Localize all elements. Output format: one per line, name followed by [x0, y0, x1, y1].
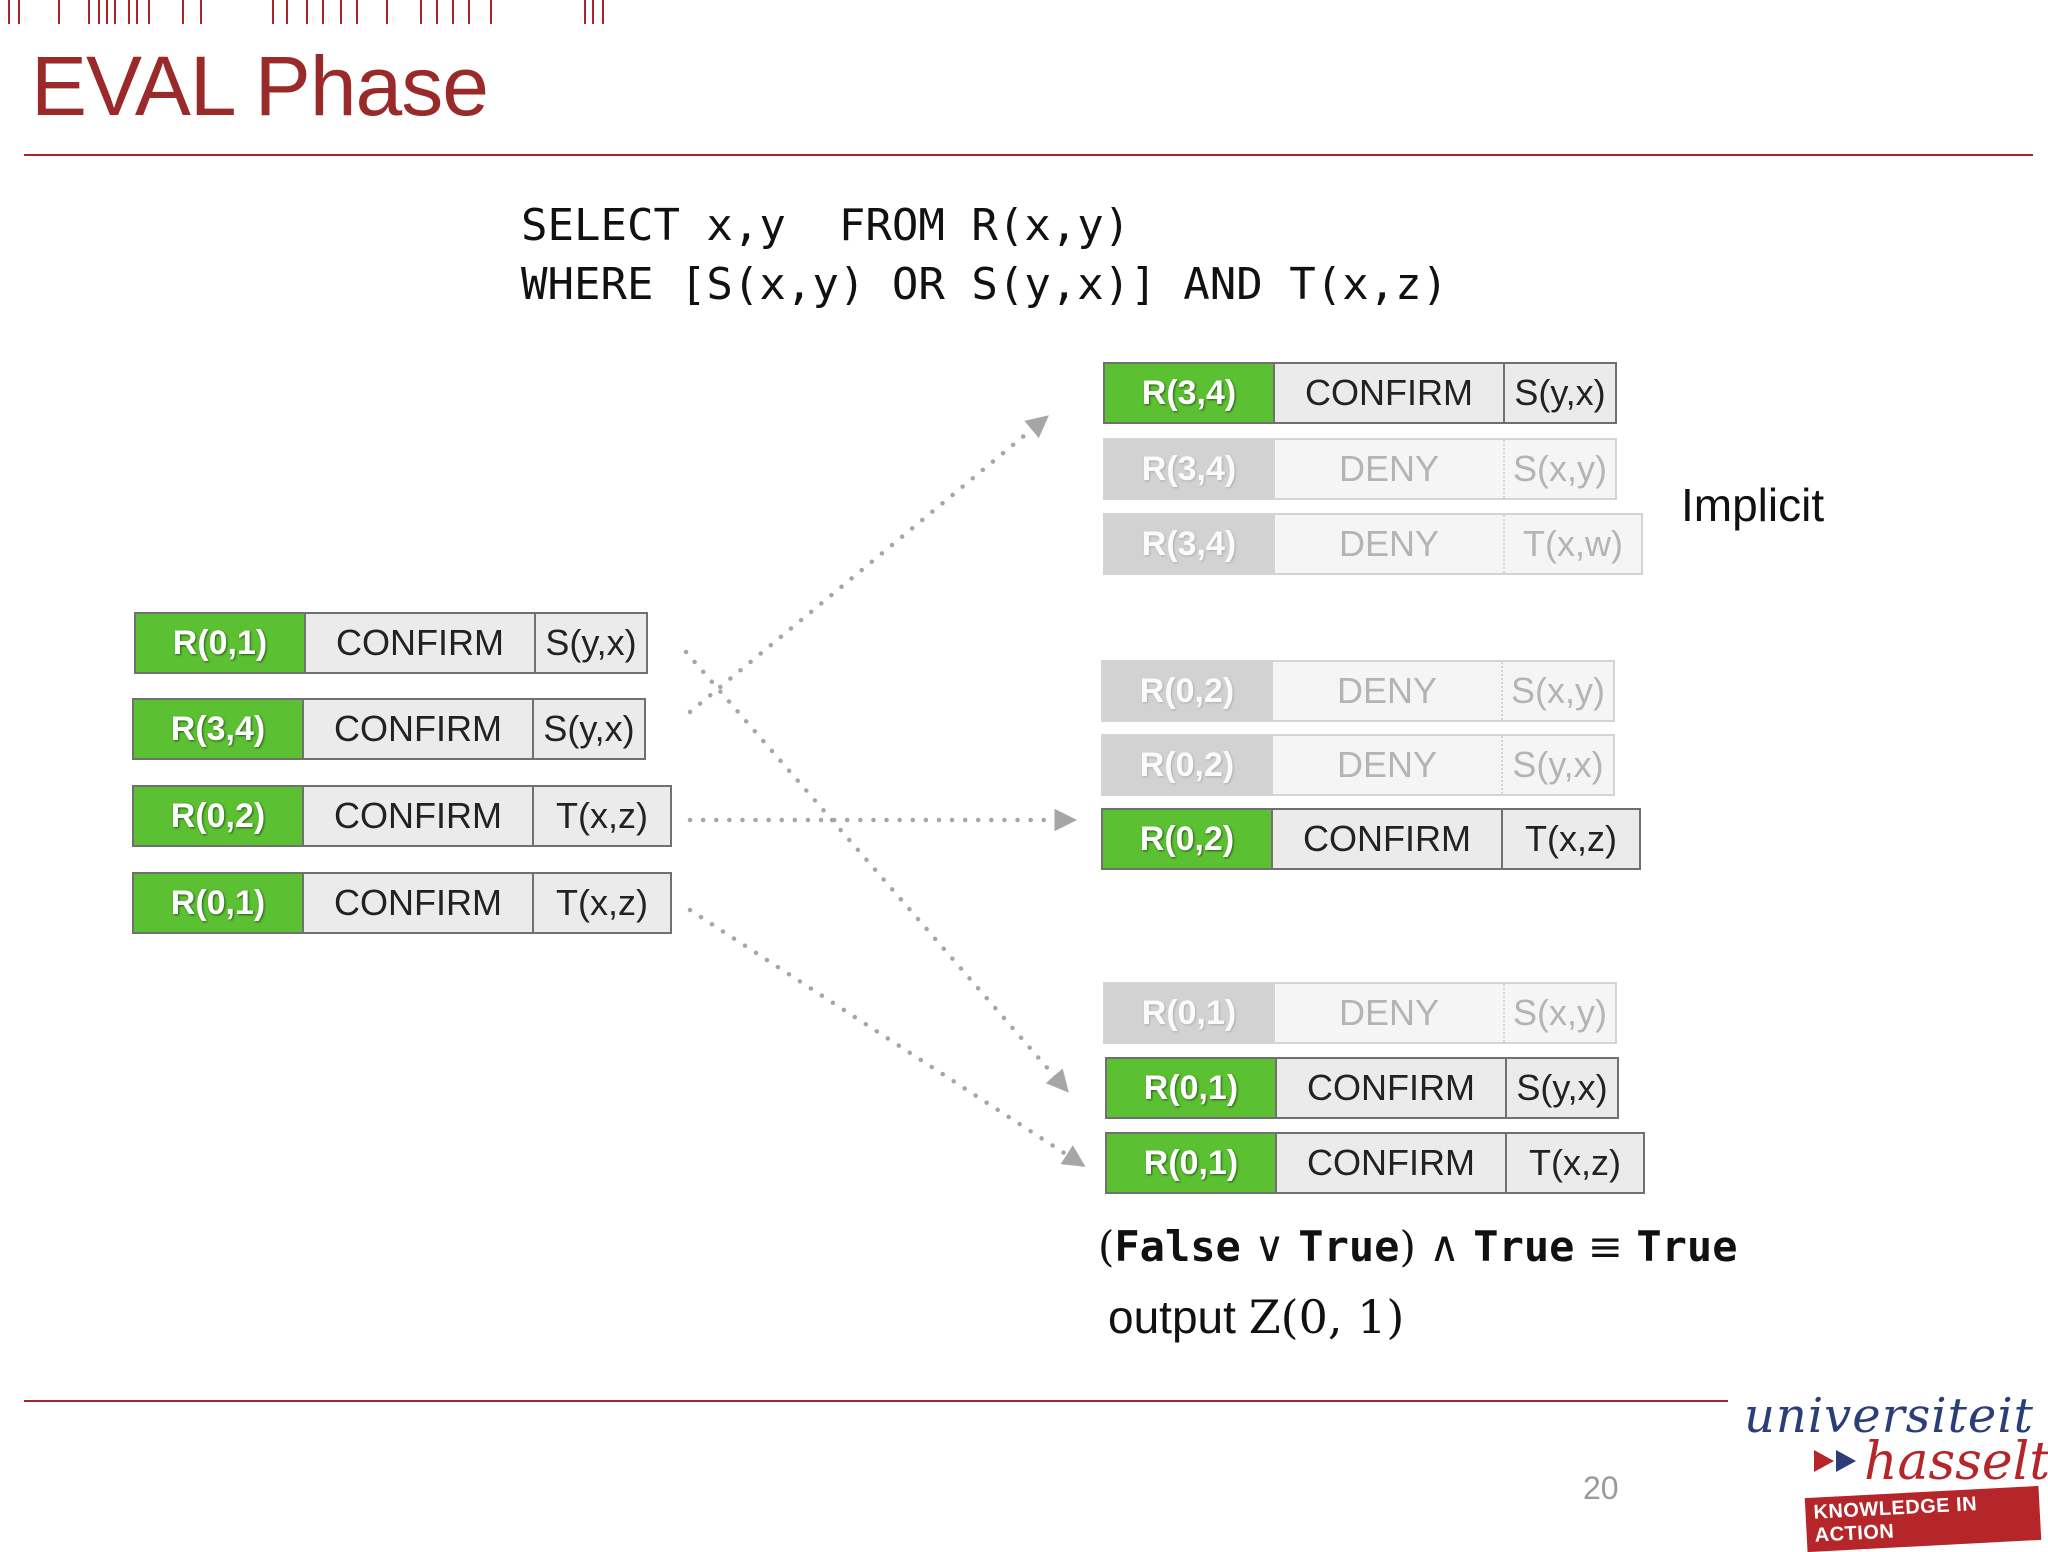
condition-atom: S(x,y)	[1513, 992, 1607, 1033]
action-label: CONFIRM	[304, 787, 534, 845]
arrow-r01-t-to-group3	[687, 907, 1086, 1167]
condition-atom: S(x,y)	[1513, 448, 1607, 489]
action-label: CONFIRM	[1277, 1134, 1507, 1192]
sql-query: SELECT x,y FROM R(x,y) WHERE [S(x,y) OR …	[521, 196, 1448, 314]
formula-true-3: True	[1636, 1222, 1738, 1271]
group1-row-2: R(3,4) DENY S(x,y)	[1103, 438, 1617, 500]
relation-tuple: R(3,4)	[1105, 440, 1275, 498]
formula-or: ∨	[1240, 1222, 1299, 1271]
footer-divider	[24, 1400, 1728, 1402]
condition-atom: S(x,y)	[1511, 670, 1605, 711]
action-label: DENY	[1275, 440, 1505, 498]
group3-row-2: R(0,1) CONFIRM S(y,x)	[1105, 1057, 1619, 1119]
relation-tuple: R(0,2)	[1103, 736, 1273, 794]
group2-row-2: R(0,2) DENY S(y,x)	[1101, 734, 1615, 796]
action-label: DENY	[1275, 984, 1505, 1042]
relation-tuple: R(0,2)	[1103, 810, 1273, 868]
relation-tuple: R(3,4)	[1105, 364, 1275, 422]
relation-tuple: R(0,1)	[1107, 1059, 1277, 1117]
condition-atom: S(y,x)	[545, 622, 637, 663]
logo-wordmark-top: universiteit	[1744, 1388, 2034, 1444]
condition-atom: S(y,x)	[1514, 372, 1606, 413]
input-row-2: R(3,4) CONFIRM S(y,x)	[132, 698, 646, 760]
formula-paren-open: (	[1098, 1222, 1115, 1271]
formula-equiv: ≡	[1574, 1222, 1637, 1271]
relation-tuple: R(0,1)	[1105, 984, 1275, 1042]
output-label: output	[1108, 1291, 1236, 1343]
condition-atom: T(x,z)	[556, 882, 648, 923]
action-label: CONFIRM	[306, 614, 536, 672]
relation-tuple: R(0,2)	[1103, 662, 1273, 720]
relation-tuple: R(0,1)	[1107, 1134, 1277, 1192]
action-label: CONFIRM	[1277, 1059, 1507, 1117]
action-label: DENY	[1273, 662, 1503, 720]
output-line: output Z(0, 1)	[1108, 1290, 1404, 1344]
barcode-decoration	[8, 0, 604, 24]
title-divider	[24, 154, 2033, 156]
formula-true-2: True	[1473, 1222, 1575, 1271]
page-number: 20	[1583, 1470, 1619, 1506]
action-label: CONFIRM	[304, 700, 534, 758]
arrow-r34-to-group1	[687, 415, 1049, 715]
action-label: DENY	[1273, 736, 1503, 794]
relation-tuple: R(3,4)	[1105, 515, 1275, 573]
action-label: DENY	[1275, 515, 1505, 573]
group1-row-1: R(3,4) CONFIRM S(y,x)	[1103, 362, 1617, 424]
relation-tuple: R(3,4)	[134, 700, 304, 758]
relation-tuple: R(0,1)	[134, 874, 304, 932]
logo-play-arrows-icon	[1814, 1450, 1856, 1472]
input-row-1: R(0,1) CONFIRM S(y,x)	[134, 612, 648, 674]
condition-atom: T(x,w)	[1523, 523, 1623, 564]
relation-tuple: R(0,1)	[136, 614, 306, 672]
group3-row-1: R(0,1) DENY S(x,y)	[1103, 982, 1617, 1044]
logo-tagline: KNOWLEDGE IN ACTION	[1804, 1485, 2042, 1552]
slide-title: EVAL Phase	[31, 39, 489, 133]
relation-tuple: R(0,2)	[134, 787, 304, 845]
group1-row-3: R(3,4) DENY T(x,w)	[1103, 513, 1643, 575]
input-row-4: R(0,1) CONFIRM T(x,z)	[132, 872, 672, 934]
action-label: CONFIRM	[1275, 364, 1505, 422]
condition-atom: S(y,x)	[543, 708, 635, 749]
group2-row-3: R(0,2) CONFIRM T(x,z)	[1101, 808, 1641, 870]
condition-atom: T(x,z)	[556, 795, 648, 836]
query-line-select: SELECT x,y FROM R(x,y)	[521, 200, 1131, 251]
condition-atom: S(y,x)	[1516, 1067, 1608, 1108]
output-tuple: Z(0, 1)	[1248, 1290, 1405, 1344]
logo-wordmark-bottom: hasselt	[1864, 1432, 2048, 1492]
action-label: CONFIRM	[304, 874, 534, 932]
input-row-3: R(0,2) CONFIRM T(x,z)	[132, 785, 672, 847]
implicit-label: Implicit	[1681, 479, 1825, 531]
evaluation-formula: (False ∨ True) ∧ True ≡ True	[1098, 1222, 1738, 1271]
formula-paren-close: )	[1399, 1222, 1416, 1271]
query-line-where: WHERE [S(x,y) OR S(y,x)] AND T(x,z)	[521, 259, 1449, 310]
formula-false: False	[1114, 1222, 1241, 1271]
formula-true-1: True	[1298, 1222, 1400, 1271]
university-logo: universiteit hasselt KNOWLEDGE IN ACTION	[1740, 1388, 2048, 1552]
group2-row-1: R(0,2) DENY S(x,y)	[1101, 660, 1615, 722]
arrow-r01-s-to-group3	[683, 649, 1069, 1093]
action-label: CONFIRM	[1273, 810, 1503, 868]
group3-row-3: R(0,1) CONFIRM T(x,z)	[1105, 1132, 1645, 1194]
condition-atom: T(x,z)	[1529, 1142, 1621, 1183]
formula-and: ∧	[1415, 1222, 1474, 1271]
condition-atom: S(y,x)	[1512, 744, 1604, 785]
condition-atom: T(x,z)	[1525, 818, 1617, 859]
